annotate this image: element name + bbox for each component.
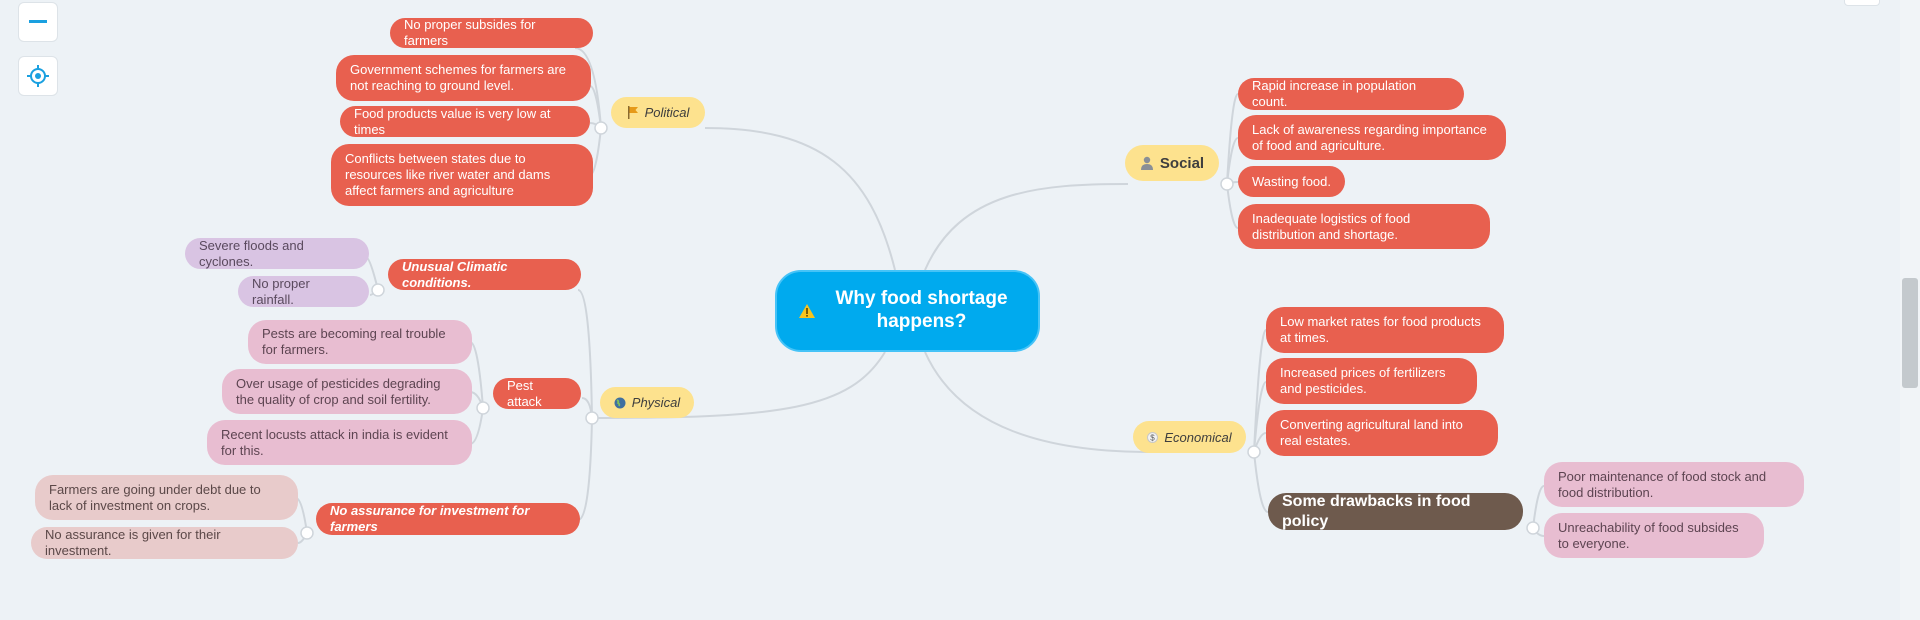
category-economical-label: Economical (1164, 429, 1232, 445)
dollar-icon: $ (1147, 431, 1159, 443)
category-social[interactable]: Social (1125, 145, 1219, 181)
locate-button[interactable] (18, 56, 58, 96)
social-item[interactable]: Lack of awareness regarding importance o… (1238, 115, 1506, 160)
food-policy-node[interactable]: Some drawbacks in food policy (1268, 493, 1523, 530)
vertical-scrollbar[interactable] (1900, 0, 1920, 620)
category-economical[interactable]: $ Economical (1133, 421, 1246, 453)
category-physical[interactable]: Physical (600, 387, 694, 418)
collapse-handle-policy (1526, 521, 1540, 535)
climatic-item[interactable]: No proper rainfall. (238, 276, 369, 307)
political-item[interactable]: Food products value is very low at times (340, 106, 590, 137)
investment-node[interactable]: No assurance for investment for farmers (316, 503, 580, 535)
economical-item[interactable]: Low market rates for food products at ti… (1266, 307, 1504, 353)
political-item[interactable]: Conflicts between states due to resource… (331, 144, 593, 206)
political-item[interactable]: No proper subsides for farmers (390, 17, 593, 48)
category-political-label: Political (644, 105, 690, 120)
zoom-out-button[interactable] (18, 2, 58, 42)
link-political (704, 127, 896, 271)
climatic-item[interactable]: Severe floods and cyclones. (185, 238, 369, 269)
minus-icon (29, 20, 47, 23)
climatic-conditions-node[interactable]: Unusual Climatic conditions. (388, 259, 581, 290)
collapse-handle-political (594, 121, 608, 135)
link-social (924, 183, 1129, 271)
central-topic-label: Why food shortage happens? (835, 288, 1008, 332)
economical-item[interactable]: Increased prices of fertilizers and pest… (1266, 358, 1477, 404)
person-icon (1140, 156, 1153, 170)
investment-item[interactable]: No assurance is given for their investme… (31, 527, 298, 559)
economical-item[interactable]: Converting agricultural land into real e… (1266, 410, 1498, 456)
political-item[interactable]: Government schemes for farmers are not r… (336, 55, 591, 101)
link-economical (924, 351, 1151, 453)
investment-item[interactable]: Farmers are going under debt due to lack… (35, 475, 298, 520)
collapse-handle-social (1220, 177, 1234, 191)
social-item[interactable]: Inadequate logistics of food distributio… (1238, 204, 1490, 249)
collapse-handle-climatic (371, 283, 385, 297)
category-physical-label: Physical (631, 395, 681, 410)
globe-icon (614, 397, 626, 408)
collapse-handle-economical (1247, 445, 1261, 459)
pest-item[interactable]: Pests are becoming real trouble for farm… (248, 320, 472, 364)
category-political[interactable]: Political (611, 97, 705, 128)
policy-item[interactable]: Poor maintenance of food stock and food … (1544, 462, 1804, 507)
crosshair-icon (27, 65, 49, 87)
warning-icon (798, 304, 815, 318)
pest-item[interactable]: Over usage of pesticides degrading the q… (222, 369, 472, 414)
scrollbar-thumb[interactable] (1902, 278, 1918, 388)
policy-item[interactable]: Unreachability of food subsides to every… (1544, 513, 1764, 558)
social-item[interactable]: Wasting food. (1238, 166, 1345, 197)
collapse-handle-pest (476, 401, 490, 415)
pest-item[interactable]: Recent locusts attack in india is eviden… (207, 420, 472, 465)
pest-attack-node[interactable]: Pest attack (493, 378, 581, 409)
collapse-handle-physical (585, 411, 599, 425)
social-item[interactable]: Rapid increase in population count. (1238, 78, 1464, 110)
collapse-handle-investment (300, 526, 314, 540)
top-right-control[interactable] (1844, 0, 1880, 6)
flag-icon (627, 106, 638, 119)
central-topic[interactable]: Why food shortage happens? (775, 270, 1040, 352)
category-social-label: Social (1159, 154, 1205, 172)
svg-text:$: $ (1151, 433, 1156, 442)
